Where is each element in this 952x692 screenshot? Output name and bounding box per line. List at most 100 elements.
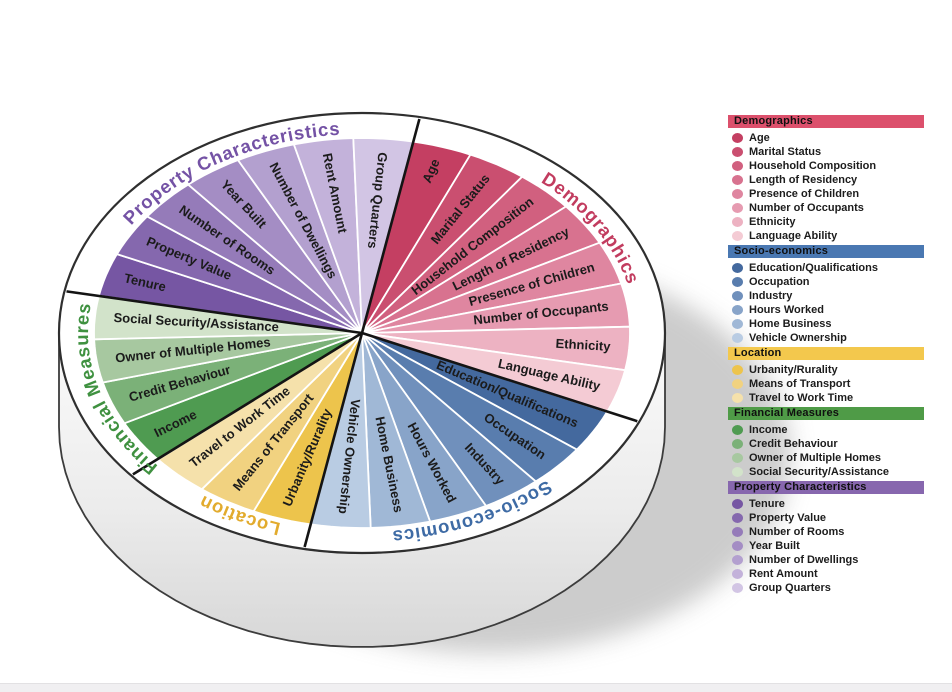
legend-item: Ethnicity — [728, 215, 924, 229]
category-boundary-line — [66, 290, 363, 335]
wheel-slice — [187, 159, 363, 334]
color-swatch-icon — [732, 263, 743, 273]
legend-item: Group Quarters — [728, 581, 924, 595]
color-swatch-icon — [732, 175, 743, 185]
color-swatch-icon — [732, 147, 743, 157]
legend-item: Home Business — [728, 317, 924, 331]
wheel-slice — [361, 175, 567, 334]
legend-item-label: Group Quarters — [749, 582, 831, 594]
color-swatch-icon — [732, 231, 743, 241]
category-boundary-line — [360, 118, 421, 334]
wheel-slice — [361, 332, 431, 529]
legend-item: Income — [728, 423, 924, 437]
legend-item-label: Hours Worked — [749, 304, 824, 316]
wheel-slice — [361, 332, 537, 507]
color-swatch-icon — [732, 453, 743, 463]
legend-item: Tenure — [728, 497, 924, 511]
page-bottom-strip — [0, 683, 952, 692]
color-swatch-icon — [732, 161, 743, 171]
wheel-slice — [252, 332, 363, 526]
wheel-slice — [361, 282, 631, 334]
legend-item-label: Travel to Work Time — [749, 392, 854, 404]
legend-item: Social Security/Assistance — [728, 465, 924, 479]
legend-item-label: Property Value — [749, 512, 827, 524]
color-swatch-icon — [732, 133, 743, 143]
legend-item-label: Household Composition — [749, 160, 877, 172]
wheel-slice — [361, 205, 601, 334]
legend-item: Presence of Children — [728, 187, 924, 201]
legend-item: Rent Amount — [728, 567, 924, 581]
legend-section-header: Socio-economics — [728, 245, 924, 258]
category-boundary-line — [132, 331, 363, 476]
color-swatch-icon — [732, 393, 743, 403]
color-swatch-icon — [732, 291, 743, 301]
legend-item-label: Means of Transport — [749, 378, 851, 390]
legend-item-label: Education/Qualifications — [749, 262, 878, 274]
legend-item: Hours Worked — [728, 303, 924, 317]
color-swatch-icon — [732, 333, 743, 343]
wheel-slice — [293, 137, 363, 334]
color-swatch-icon — [732, 583, 743, 593]
legend-item-label: Number of Dwellings — [749, 554, 859, 566]
legend-item: Year Built — [728, 539, 924, 553]
legend-section-header: Financial Measures — [728, 407, 924, 420]
legend-section-header: Location — [728, 347, 924, 360]
legend-section-header: Property Characteristics — [728, 481, 924, 494]
legend-section-header: Demographics — [728, 115, 924, 128]
color-swatch-icon — [732, 305, 743, 315]
legend-item: Education/Qualifications — [728, 261, 924, 275]
legend-item-label: Industry — [749, 290, 793, 302]
legend-item: Urbanity/Rurality — [728, 363, 924, 377]
legend-item-label: Owner of Multiple Homes — [749, 452, 882, 464]
color-swatch-icon — [732, 425, 743, 435]
color-swatch-icon — [732, 541, 743, 551]
legend-item-label: Marital Status — [749, 146, 822, 158]
legend-item-label: Length of Residency — [749, 174, 858, 186]
legend-item-label: Occupation — [749, 276, 810, 288]
color-swatch-icon — [732, 365, 743, 375]
color-swatch-icon — [732, 569, 743, 579]
legend-item: Household Composition — [728, 159, 924, 173]
color-swatch-icon — [732, 527, 743, 537]
wheel-slice — [200, 332, 363, 513]
color-swatch-icon — [732, 439, 743, 449]
wheel-slice — [146, 183, 363, 334]
legend-item: Number of Dwellings — [728, 553, 924, 567]
legend-item: Marital Status — [728, 145, 924, 159]
wheel-slice — [101, 332, 363, 425]
slice-label: Ethnicity — [555, 336, 611, 354]
color-swatch-icon — [732, 189, 743, 199]
legend-item: Travel to Work Time — [728, 391, 924, 405]
legend-item: Means of Transport — [728, 377, 924, 391]
legend-item: Number of Occupants — [728, 201, 924, 215]
legend-item-label: Urbanity/Rurality — [749, 364, 838, 376]
color-swatch-icon — [732, 319, 743, 329]
wheel-slice — [361, 332, 578, 483]
wheel-slice — [361, 332, 608, 451]
slices-group — [93, 137, 631, 529]
legend-item-label: Income — [749, 424, 788, 436]
wheel-slice — [98, 253, 363, 334]
legend-item: Vehicle Ownership — [728, 331, 924, 345]
legend-item: Language Ability — [728, 229, 924, 243]
wheel-slice — [157, 332, 363, 491]
wheel-slice — [116, 215, 363, 334]
legend-item-label: Home Business — [749, 318, 832, 330]
wheel-slice — [352, 137, 414, 334]
legend-item-label: Number of Occupants — [749, 202, 864, 214]
wheel-slice — [361, 153, 524, 334]
legend-item-label: Presence of Children — [749, 188, 860, 200]
legend-item-label: Number of Rooms — [749, 526, 845, 538]
legend-item-label: Ethnicity — [749, 216, 796, 228]
legend-item-label: Age — [749, 132, 770, 144]
wheel-slice — [310, 332, 372, 529]
color-swatch-icon — [732, 277, 743, 287]
wheel-slice — [361, 325, 631, 372]
legend-item: Credit Behaviour — [728, 437, 924, 451]
color-swatch-icon — [732, 203, 743, 213]
legend-item: Age — [728, 131, 924, 145]
legend-item-label: Vehicle Ownership — [749, 332, 847, 344]
wheel-slice — [93, 294, 363, 341]
